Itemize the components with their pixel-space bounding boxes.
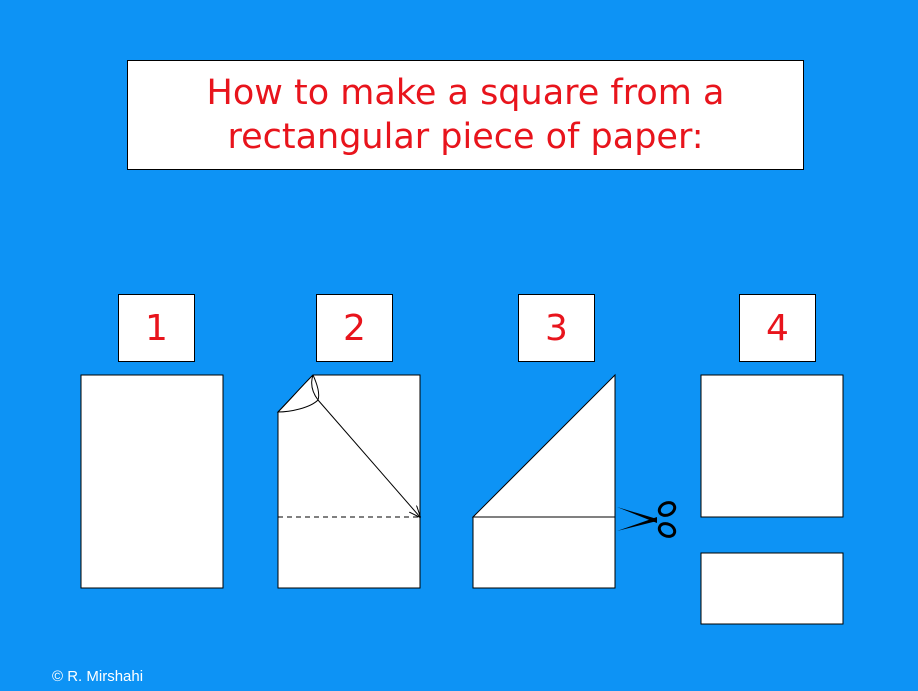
step1-paper-rectangle bbox=[80, 374, 224, 589]
step-number-2: 2 bbox=[343, 307, 366, 349]
step-label-2: 2 bbox=[316, 294, 393, 362]
title-line-2: rectangular piece of paper: bbox=[227, 117, 704, 157]
step-label-3: 3 bbox=[518, 294, 595, 362]
step3-paper bbox=[471, 373, 616, 589]
step3-bottom-strip bbox=[472, 516, 616, 589]
step3-folded-triangle bbox=[471, 373, 616, 518]
scissors-icon bbox=[617, 501, 677, 538]
step2-corner-curl-inner bbox=[312, 374, 320, 401]
title-line-1: How to make a square from a bbox=[206, 73, 725, 113]
step-number-1: 1 bbox=[145, 307, 168, 349]
step4-square bbox=[700, 374, 844, 518]
step-label-4: 4 bbox=[739, 294, 816, 362]
title-box: How to make a square from a rectangular … bbox=[127, 60, 804, 170]
step2-paper bbox=[276, 374, 420, 589]
step-label-1: 1 bbox=[118, 294, 195, 362]
step-number-4: 4 bbox=[766, 307, 789, 349]
copyright-credit: © R. Mirshahi bbox=[52, 668, 144, 685]
step2-corner-curl bbox=[276, 374, 319, 413]
step-number-3: 3 bbox=[545, 307, 568, 349]
step4-leftover-strip bbox=[700, 552, 844, 625]
fold-arrow-icon bbox=[317, 399, 420, 517]
